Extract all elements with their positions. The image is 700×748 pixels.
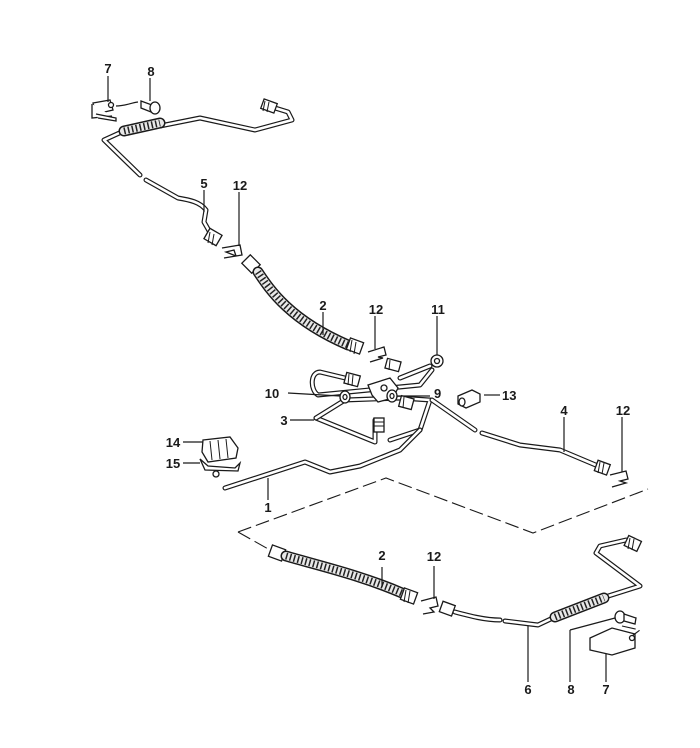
clip-c	[609, 470, 629, 488]
callout-12: 12	[427, 549, 441, 564]
bolt-bottom	[614, 610, 637, 625]
callout-4: 4	[560, 403, 568, 418]
fitting	[343, 371, 362, 388]
callout-10: 10	[265, 386, 279, 401]
callouts: 7 8 5 12 2 12 11 10 9 13 3 4 12 14 15 1 …	[104, 61, 630, 697]
pipe-5	[101, 98, 295, 247]
fitting	[373, 417, 385, 433]
fitting	[259, 98, 279, 114]
callout-9: 9	[434, 386, 441, 401]
clamp-holder-15	[199, 458, 242, 478]
pipe-6	[438, 534, 643, 628]
callout-1: 1	[264, 500, 271, 515]
callout-2: 2	[319, 298, 326, 313]
pipe-3	[309, 363, 435, 445]
pipe-clamp-14	[201, 436, 239, 463]
leader-lines	[107, 76, 623, 682]
hose-2-bottom	[267, 544, 419, 605]
callout-2: 2	[378, 548, 385, 563]
connector-13	[457, 389, 481, 409]
pipe-1	[222, 427, 423, 491]
reference-frame-left	[237, 531, 271, 551]
callout-12: 12	[233, 178, 247, 193]
callout-3: 3	[280, 413, 287, 428]
callout-14: 14	[166, 435, 181, 450]
callout-12: 12	[616, 403, 630, 418]
bracket-bottom	[589, 625, 642, 656]
bolt-top	[115, 100, 161, 115]
reference-frame	[237, 477, 649, 534]
callout-7: 7	[104, 61, 111, 76]
callout-15: 15	[166, 456, 180, 471]
callout-6: 6	[524, 682, 531, 697]
fitting	[397, 394, 415, 411]
callout-13: 13	[502, 388, 516, 403]
clip-a	[221, 244, 243, 259]
bracket-top	[91, 99, 117, 122]
fitting	[384, 357, 402, 373]
nut-11	[430, 354, 444, 368]
clip-b	[367, 346, 387, 363]
hose-2-top	[240, 253, 365, 355]
callout-12: 12	[369, 302, 383, 317]
callout-5: 5	[200, 176, 207, 191]
fitting	[203, 227, 223, 247]
callout-8: 8	[147, 64, 154, 79]
pipe-4	[429, 397, 612, 476]
washer-9	[386, 389, 398, 403]
callout-7: 7	[602, 682, 609, 697]
callout-8: 8	[567, 682, 574, 697]
callout-11: 11	[431, 302, 445, 317]
clip-d	[420, 596, 439, 615]
washer-10	[339, 390, 351, 404]
